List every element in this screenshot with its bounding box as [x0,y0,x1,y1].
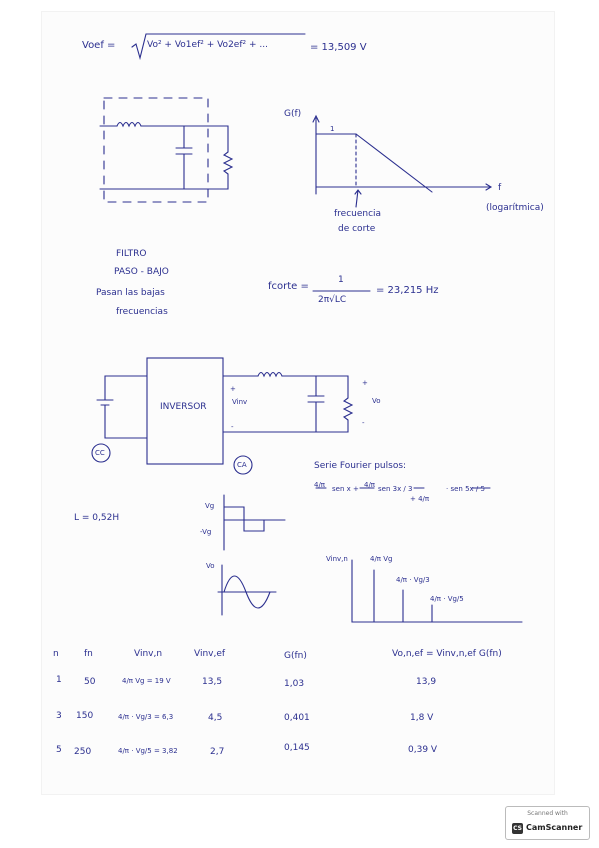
table-cell: 0,39 V [408,745,438,755]
spectrum-label-5: 4/π · Vg/5 [430,595,464,603]
resistor-symbol [222,151,234,175]
table-cell: 3 [56,711,62,721]
spectrum-axes [351,559,523,623]
table-cell: 50 [84,677,96,687]
cutoff-formula-denominator: 2π√LC [318,295,347,305]
spectrum-label-3: 4/π · Vg/3 [396,576,430,584]
minus-sign-vo: - [362,419,365,427]
voef-result: = 13,509 V [310,42,367,53]
table-header-vinvef: Vinv,ef [194,649,226,659]
vo-label: Vo [372,397,381,405]
table-cell: 0,401 [284,713,310,723]
table-cell: 4/π · Vg/5 = 3,82 [118,747,178,755]
table-cell: 0,145 [284,743,310,753]
table-cell: 5 [56,745,62,755]
table-cell: 2,7 [210,747,225,757]
table-header-gfn: G(fn) [284,651,307,661]
sine-wave [223,575,271,609]
fourier-term1: sen x + [332,485,359,493]
gf-peak-label: 1 [330,125,335,133]
fourier-term2: sen 3x / 3 [378,485,413,493]
fourier-term3-frac: + 4/π [410,495,430,503]
inverter-block [146,357,224,465]
sqrt-sign [131,33,306,61]
camscanner-logo-icon: CS [512,823,523,834]
table-cell: 1 [56,675,62,685]
inverter-label: INVERSOR [160,402,207,412]
table-cell: 4/π Vg = 19 V [122,677,171,685]
table-header-fn: fn [84,649,93,659]
cutoff-formula-numerator: 1 [338,275,344,285]
filter-desc-line3: Pasan las bajas [96,288,165,298]
fourier-term3: · sen 5x / 5 [446,485,485,493]
plus-sign-vo: + [362,379,368,387]
filter-desc-line4: frecuencias [116,307,168,317]
spectrum-y-label: Vinv,n [326,555,348,563]
cutoff-label-line2: de corte [338,224,376,234]
fourier-term2-frac: 4/π [364,481,376,489]
table-cell: 250 [74,747,92,757]
cutoff-formula-result: = 23,215 Hz [376,285,439,296]
gf-x-label: f [498,183,502,193]
table-cell: 4/π · Vg/3 = 6,3 [118,713,174,721]
table-cell: 1,03 [284,679,305,689]
ca-label: CA [237,461,247,469]
table-cell: 13,5 [202,677,223,687]
table-header-vinvn: Vinv,n [134,649,163,659]
fourier-term1-frac: 4/π [314,481,326,489]
filter-dashed-box [103,97,209,203]
cutoff-label-line1: frecuencia [334,209,382,219]
table-cell: 13,9 [416,677,437,687]
dc-source-symbol [96,399,114,406]
table-cell: 4,5 [208,713,223,723]
gf-scale-label: (logarítmica) [486,203,544,213]
square-wave [223,506,265,532]
plus-sign-inv: + [230,385,236,393]
vg-label: Vg [205,502,215,510]
table-header-n: n [53,649,59,659]
capacitor-symbol [175,147,193,155]
minus-sign-inv: - [231,423,234,431]
table-cell: 150 [76,711,94,721]
camscanner-badge: Scanned with CS CamScanner [505,806,590,840]
cc-circle [91,443,111,463]
filter-desc-line2: PASO - BAJO [114,267,169,277]
badge-brand-name: CamScanner [526,823,583,832]
inductor-symbol [116,121,142,128]
spectrum-label-1: 4/π Vg [370,555,393,563]
voef-radicand: Vo² + Vo1ef² + Vo2ef² + ... [147,40,268,50]
table-cell: 1,8 V [410,713,434,723]
filter-desc-line1: FILTRO [116,249,147,259]
gf-y-label: G(f) [284,109,302,119]
cc-label: CC [95,449,105,457]
neg-vg-label: -Vg [200,528,212,536]
badge-scanned-with: Scanned with [527,810,568,817]
ca-circle [233,455,253,475]
voef-label: Voef = [82,40,116,51]
gf-curve [315,133,433,193]
notebook-page [42,12,554,794]
cutoff-formula-lhs: fcorte = [268,281,309,292]
vinv-label: Vinv [232,398,248,406]
sine-label: Vo [206,562,215,570]
fourier-title: Serie Fourier pulsos: [314,461,407,471]
inductance-value: L = 0,52H [74,513,120,523]
table-header-vonef: Vo,n,ef = Vinv,n,ef G(fn) [392,649,502,659]
